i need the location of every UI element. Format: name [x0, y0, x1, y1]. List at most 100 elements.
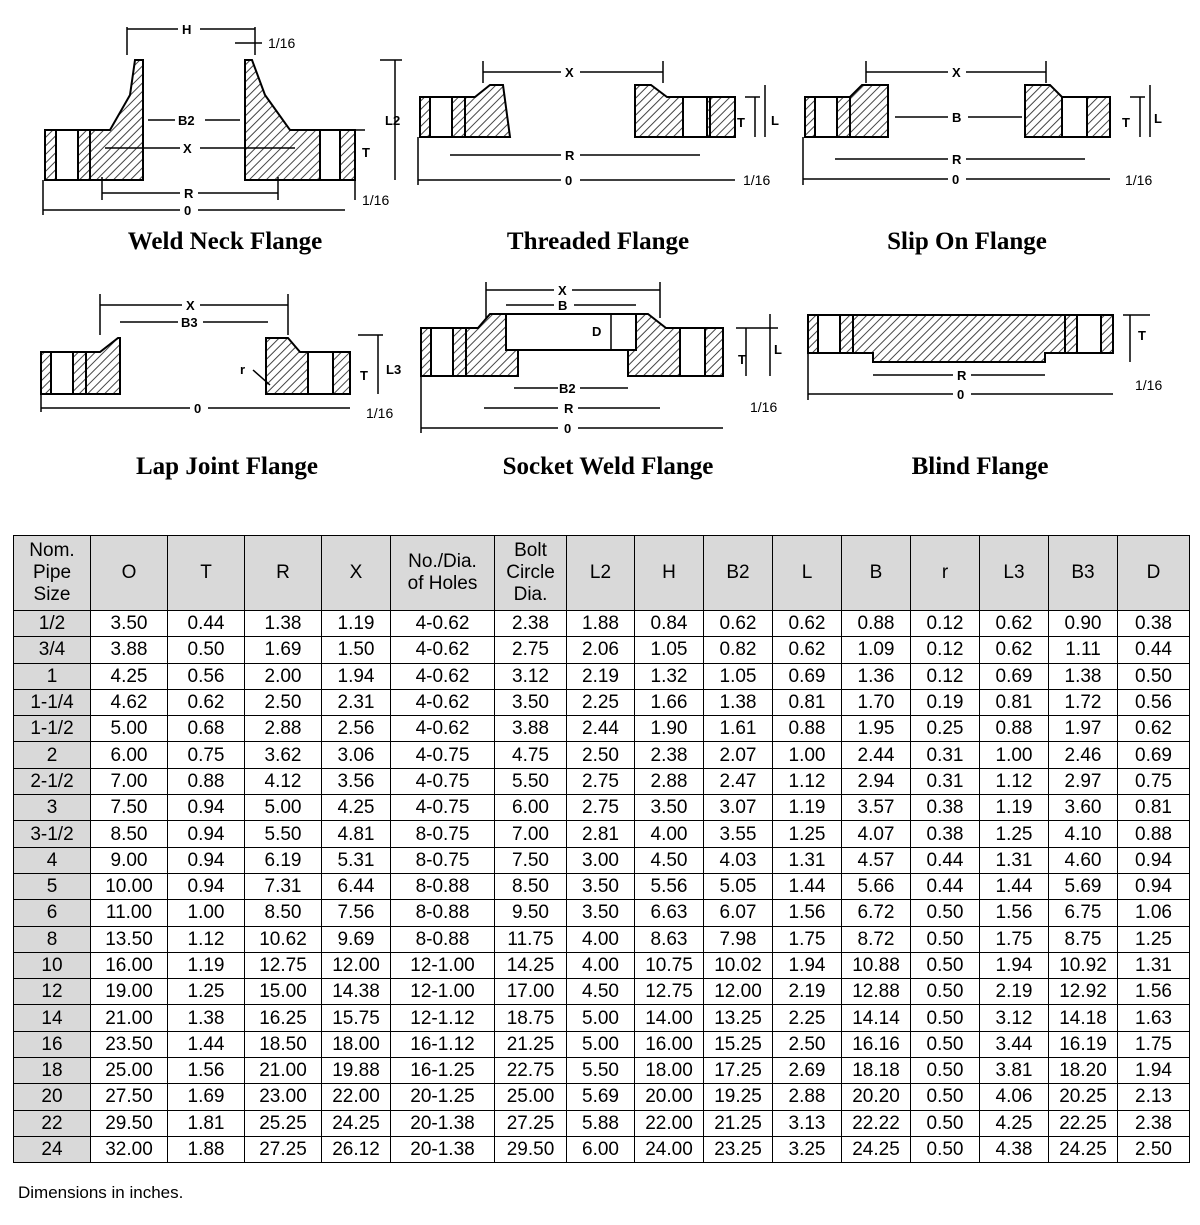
table-cell: 2.50	[772, 1030, 842, 1059]
table-cell: 1.09	[841, 636, 911, 664]
table-cell: 22.22	[841, 1109, 911, 1137]
table-cell: 8.50	[494, 872, 567, 901]
label-r: R	[565, 148, 575, 163]
table-cell: 8.50	[244, 899, 322, 927]
row-header-cell: 5	[13, 872, 91, 901]
table-cell: 12.75	[244, 951, 322, 980]
table-cell: 2.19	[979, 978, 1049, 1006]
column-header-line: O	[121, 562, 137, 583]
table-cell: 0.50	[910, 899, 980, 927]
table-cell: 14.25	[494, 951, 567, 980]
table-cell: 13.25	[703, 1004, 773, 1032]
label-r: R	[952, 152, 962, 167]
table-cell: 5.50	[494, 767, 567, 796]
row-header-cell: 6	[13, 899, 91, 927]
socket-weld-diagram: X B D B2 R 0 T L 1/16	[418, 278, 798, 438]
column-header-line: Bolt	[514, 540, 547, 561]
column-header: B3	[1048, 535, 1118, 611]
row-header-cell: 4	[13, 846, 91, 874]
table-cell: 0.94	[1117, 846, 1190, 874]
table-cell: 2.13	[1117, 1083, 1190, 1111]
row-header-cell: 3-1/2	[13, 820, 91, 848]
table-cell: 2.50	[244, 688, 322, 717]
row-header-cell: 1	[13, 662, 91, 690]
table-cell: 1.32	[634, 662, 704, 690]
table-cell: 4.60	[1048, 846, 1118, 874]
table-cell: 1.94	[1117, 1057, 1190, 1085]
table-cell: 6.00	[90, 741, 168, 769]
table-cell: 2.07	[703, 741, 773, 769]
table-cell: 11.00	[90, 899, 168, 927]
table-cell: 1.75	[1117, 1030, 1190, 1059]
label-o: 0	[194, 401, 201, 416]
table-cell: 4.10	[1048, 820, 1118, 848]
table-cell: 4-0.62	[390, 688, 495, 717]
table-cell: 3.88	[494, 715, 567, 743]
table-cell: 16.00	[634, 1030, 704, 1059]
table-cell: 1.12	[167, 925, 245, 953]
table-cell: 24.00	[634, 1135, 704, 1164]
table-cell: 2.38	[634, 741, 704, 769]
column-header: B2	[703, 535, 773, 611]
blind-diagram: R 0 T 1/16	[805, 300, 1185, 415]
table-cell: 16-1.25	[390, 1057, 495, 1085]
table-cell: 0.81	[1117, 794, 1190, 822]
table-cell: 1.25	[979, 820, 1049, 848]
column-header: B	[841, 535, 911, 611]
table-cell: 0.50	[1117, 662, 1190, 690]
table-cell: 4.03	[703, 846, 773, 874]
table-cell: 8.63	[634, 925, 704, 953]
table-cell: 0.25	[910, 715, 980, 743]
weld-neck-diagram: H 1/16 B2 X L2 T	[40, 15, 420, 225]
table-cell: 3.50	[566, 899, 635, 927]
table-cell: 1.05	[703, 662, 773, 690]
table-cell: 4.25	[979, 1109, 1049, 1137]
table-cell: 2.69	[772, 1057, 842, 1085]
table-cell: 0.38	[910, 794, 980, 822]
table-cell: 18.75	[494, 1004, 567, 1032]
row-header-cell: 3	[13, 794, 91, 822]
table-cell: 29.50	[90, 1109, 168, 1137]
label-frac: 1/16	[750, 399, 777, 415]
table-cell: 1.38	[703, 688, 773, 717]
table-cell: 19.00	[90, 978, 168, 1006]
table-cell: 23.25	[703, 1135, 773, 1164]
table-cell: 2.75	[566, 794, 635, 822]
table-cell: 20-1.25	[390, 1083, 495, 1111]
table-cell: 0.31	[910, 767, 980, 796]
label-x: X	[565, 65, 574, 80]
table-cell: 16.00	[90, 951, 168, 980]
table-cell: 1.25	[167, 978, 245, 1006]
table-cell: 2.75	[566, 767, 635, 796]
weld-neck-title: Weld Neck Flange	[127, 228, 323, 255]
table-cell: 0.38	[1117, 609, 1190, 638]
table-cell: 16.19	[1048, 1030, 1118, 1059]
table-cell: 22.00	[321, 1083, 391, 1111]
column-header-line: X	[349, 562, 363, 583]
table-cell: 1.12	[979, 767, 1049, 796]
table-cell: 18.50	[244, 1030, 322, 1059]
table-cell: 3.25	[772, 1135, 842, 1164]
label-b2: B2	[178, 113, 195, 128]
table-cell: 0.62	[1117, 715, 1190, 743]
column-header: L3	[979, 535, 1049, 611]
table-cell: 12-1.12	[390, 1004, 495, 1032]
table-cell: 2.25	[566, 688, 635, 717]
table-cell: 1.69	[244, 636, 322, 664]
table-cell: 2.97	[1048, 767, 1118, 796]
table-cell: 1.12	[772, 767, 842, 796]
table-cell: 4.50	[634, 846, 704, 874]
table-cell: 0.94	[167, 846, 245, 874]
table-cell: 1.44	[772, 872, 842, 901]
row-header-cell: 12	[13, 978, 91, 1006]
table-cell: 32.00	[90, 1135, 168, 1164]
table-cell: 3.81	[979, 1057, 1049, 1085]
table-cell: 2.56	[321, 715, 391, 743]
table-cell: 12.00	[703, 978, 773, 1006]
table-cell: 1.94	[772, 951, 842, 980]
table-cell: 0.88	[1117, 820, 1190, 848]
